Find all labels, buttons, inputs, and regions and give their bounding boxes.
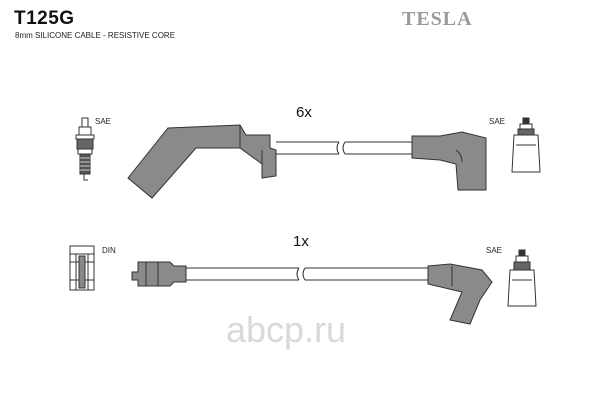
row1-right-connector-label: SAE xyxy=(489,117,506,126)
row2-distributor-terminal-icon xyxy=(507,249,537,307)
row1-spark-plug-icon xyxy=(75,117,95,181)
row1-angled-boot-icon xyxy=(127,124,277,199)
row2-right-boot-icon xyxy=(427,263,493,325)
row1-cable xyxy=(276,141,412,155)
row2-right-connector-label: SAE xyxy=(486,246,503,255)
row2-cable xyxy=(186,267,428,281)
row1-right-boot-icon xyxy=(411,131,487,191)
row1-left-connector-label: SAE xyxy=(95,117,112,126)
row2-left-connector-label: DIN xyxy=(102,246,116,255)
part-number: T125G xyxy=(14,8,75,29)
cable-description: 8mm SILICONE CABLE - RESISTIVE CORE xyxy=(15,31,176,40)
row1-distributor-terminal-icon xyxy=(511,117,541,173)
brand-logo: TESLA xyxy=(402,8,473,30)
row2-quantity: 1x xyxy=(293,233,309,250)
row2-straight-boot-icon xyxy=(131,261,187,287)
row2-din-connector-icon xyxy=(69,245,95,291)
row1-quantity: 6x xyxy=(296,104,312,121)
